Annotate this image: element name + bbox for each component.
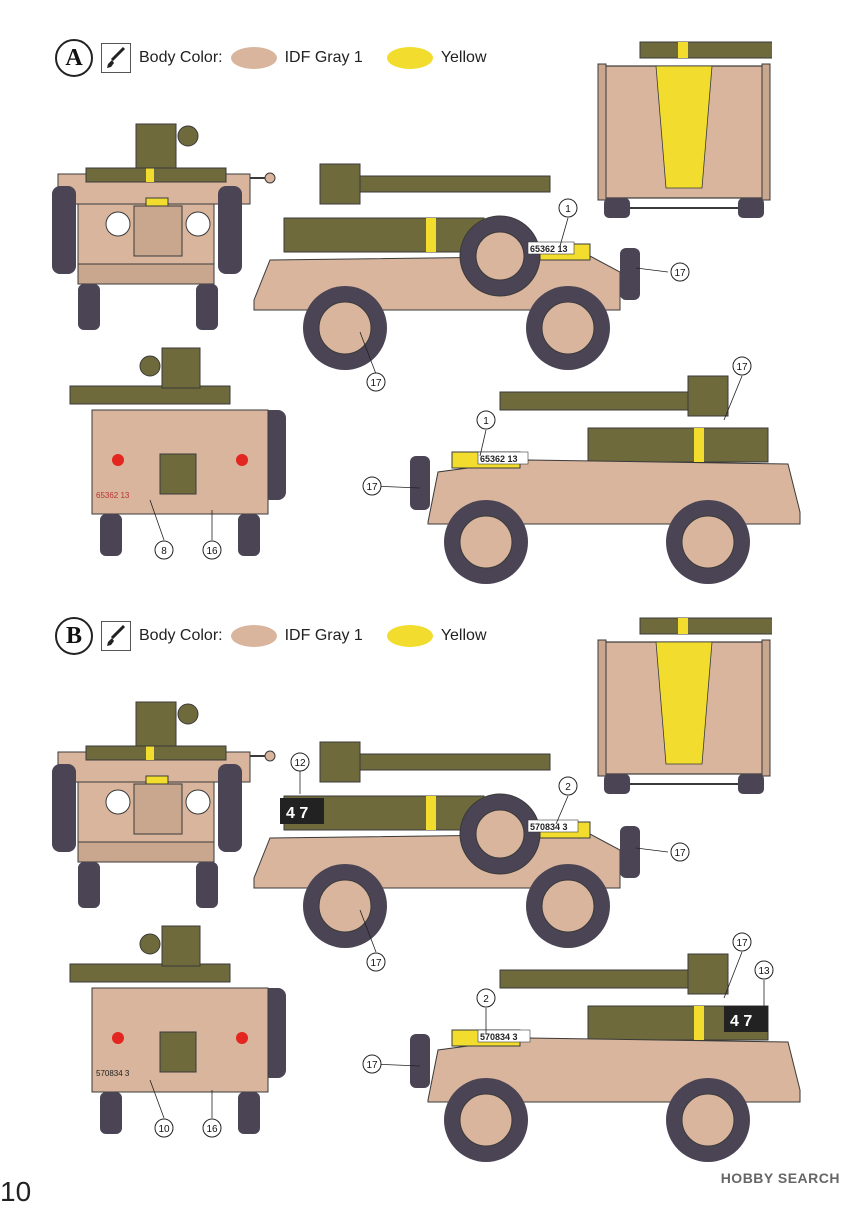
- callout-a-17b: 17: [370, 378, 382, 389]
- scheme-b-top-view: [597, 617, 772, 794]
- callout-a-1: 1: [565, 204, 571, 215]
- paintbrush-icon: [101, 621, 131, 651]
- yellow-swatch: [386, 625, 433, 647]
- callout-a-17d: 17: [366, 482, 378, 493]
- yellow-label: Yellow: [440, 49, 487, 66]
- callout-b-17a: 17: [674, 848, 686, 859]
- page-number: 10: [0, 1176, 32, 1207]
- scheme-b-side-plate: 570834 3: [530, 822, 568, 832]
- scheme-a-side-plate: 65362 13: [530, 244, 568, 254]
- scheme-a-front-view: [52, 123, 276, 330]
- scheme-b-rear-view: 570834 3: [69, 925, 286, 1134]
- callout-b-12: 12: [294, 758, 306, 769]
- scheme-a-badge: A: [55, 39, 93, 77]
- scheme-a-header: A Body Color: IDF Gray 1 Yellow: [55, 38, 487, 78]
- callout-a-8: 8: [161, 546, 167, 557]
- scheme-b-hood-number-left: 4 7: [730, 1013, 752, 1030]
- yellow-label: Yellow: [440, 627, 487, 644]
- scheme-b-side-view-left: 4 7 570834 3: [410, 953, 801, 1162]
- yellow-swatch: [386, 47, 433, 69]
- idf-gray-swatch: [230, 47, 277, 69]
- scheme-a-side-view-left: 65362 13: [410, 375, 801, 584]
- scheme-a-top-view: [597, 41, 772, 218]
- callout-b-10: 10: [158, 1124, 170, 1135]
- scheme-b-front-view: [52, 701, 276, 908]
- scheme-a-side-plate-left: 65362 13: [480, 454, 518, 464]
- scheme-a-rear-view: 65362 13: [69, 347, 286, 556]
- idf-gray-label: IDF Gray 1: [284, 49, 363, 66]
- body-color-label: Body Color:: [139, 49, 223, 66]
- callout-b-16: 16: [206, 1124, 218, 1135]
- scheme-b-hood-number: 4 7: [286, 805, 308, 822]
- scheme-b-header: B Body Color: IDF Gray 1 Yellow: [55, 616, 487, 656]
- scheme-b-rear-plate: 570834 3: [96, 1069, 130, 1078]
- body-color-label: Body Color:: [139, 627, 223, 644]
- callout-a-1b: 1: [483, 416, 489, 427]
- callout-b-17c: 17: [736, 938, 748, 949]
- idf-gray-swatch: [230, 625, 277, 647]
- callout-b-2b: 2: [483, 994, 489, 1005]
- watermark: HOBBY SEARCH: [720, 1170, 840, 1186]
- callout-a-17c: 17: [736, 362, 748, 373]
- callout-b-17b: 17: [370, 958, 382, 969]
- callout-b-2: 2: [565, 782, 571, 793]
- callout-b-13: 13: [758, 966, 770, 977]
- callout-a-16: 16: [206, 546, 218, 557]
- scheme-a-side-view-right: 65362 13: [253, 163, 640, 370]
- scheme-b-side-view-right: 4 7 570834 3: [253, 741, 640, 948]
- idf-gray-label: IDF Gray 1: [284, 627, 363, 644]
- callout-a-17a: 17: [674, 268, 686, 279]
- scheme-b-badge: B: [55, 617, 93, 655]
- callout-b-17d: 17: [366, 1060, 378, 1071]
- scheme-a-rear-plate: 65362 13: [96, 491, 130, 500]
- scheme-b-side-plate-left: 570834 3: [480, 1032, 518, 1042]
- paintbrush-icon: [101, 43, 131, 73]
